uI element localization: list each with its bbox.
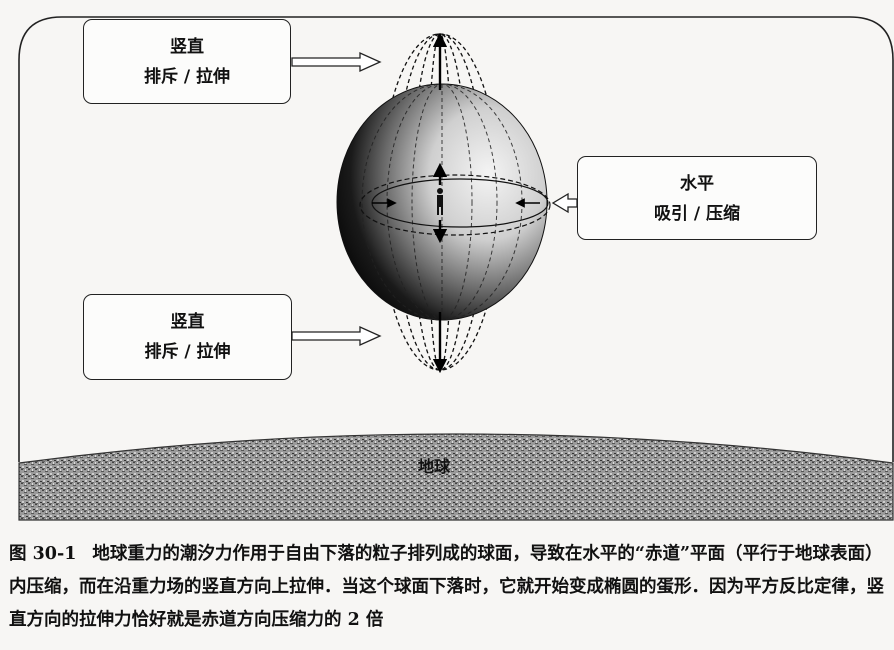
label-box-vertical-top: 竖直 排斥 / 拉伸 bbox=[83, 19, 291, 104]
callout-arrow-top bbox=[291, 51, 382, 73]
earth-label: 地球 bbox=[418, 457, 451, 476]
callout-arrow-bottom bbox=[291, 325, 382, 347]
caption-text: 地球重力的潮汐力作用于自由下落的粒子排列成的球面，导致在水平的“赤道”平面（平行… bbox=[9, 544, 884, 630]
frame-border bbox=[18, 16, 894, 462]
callout-arrow-right bbox=[551, 192, 578, 214]
label-box-horizontal: 水平 吸引 / 压缩 bbox=[577, 156, 817, 240]
person-icon bbox=[437, 188, 443, 215]
box-bottom-line2: 排斥 / 拉伸 bbox=[144, 342, 231, 362]
box-right-line1: 水平 bbox=[680, 174, 714, 194]
earth-ground bbox=[18, 433, 894, 521]
box-top-line1: 竖直 bbox=[170, 37, 204, 57]
box-bottom-line1: 竖直 bbox=[170, 312, 205, 332]
box-top-line2: 排斥 / 拉伸 bbox=[143, 67, 231, 87]
label-box-vertical-bottom: 竖直 排斥 / 拉伸 bbox=[83, 294, 292, 380]
box-right-line2: 吸引 / 压缩 bbox=[653, 204, 741, 224]
figure-number: 图 30-1 bbox=[9, 544, 77, 564]
